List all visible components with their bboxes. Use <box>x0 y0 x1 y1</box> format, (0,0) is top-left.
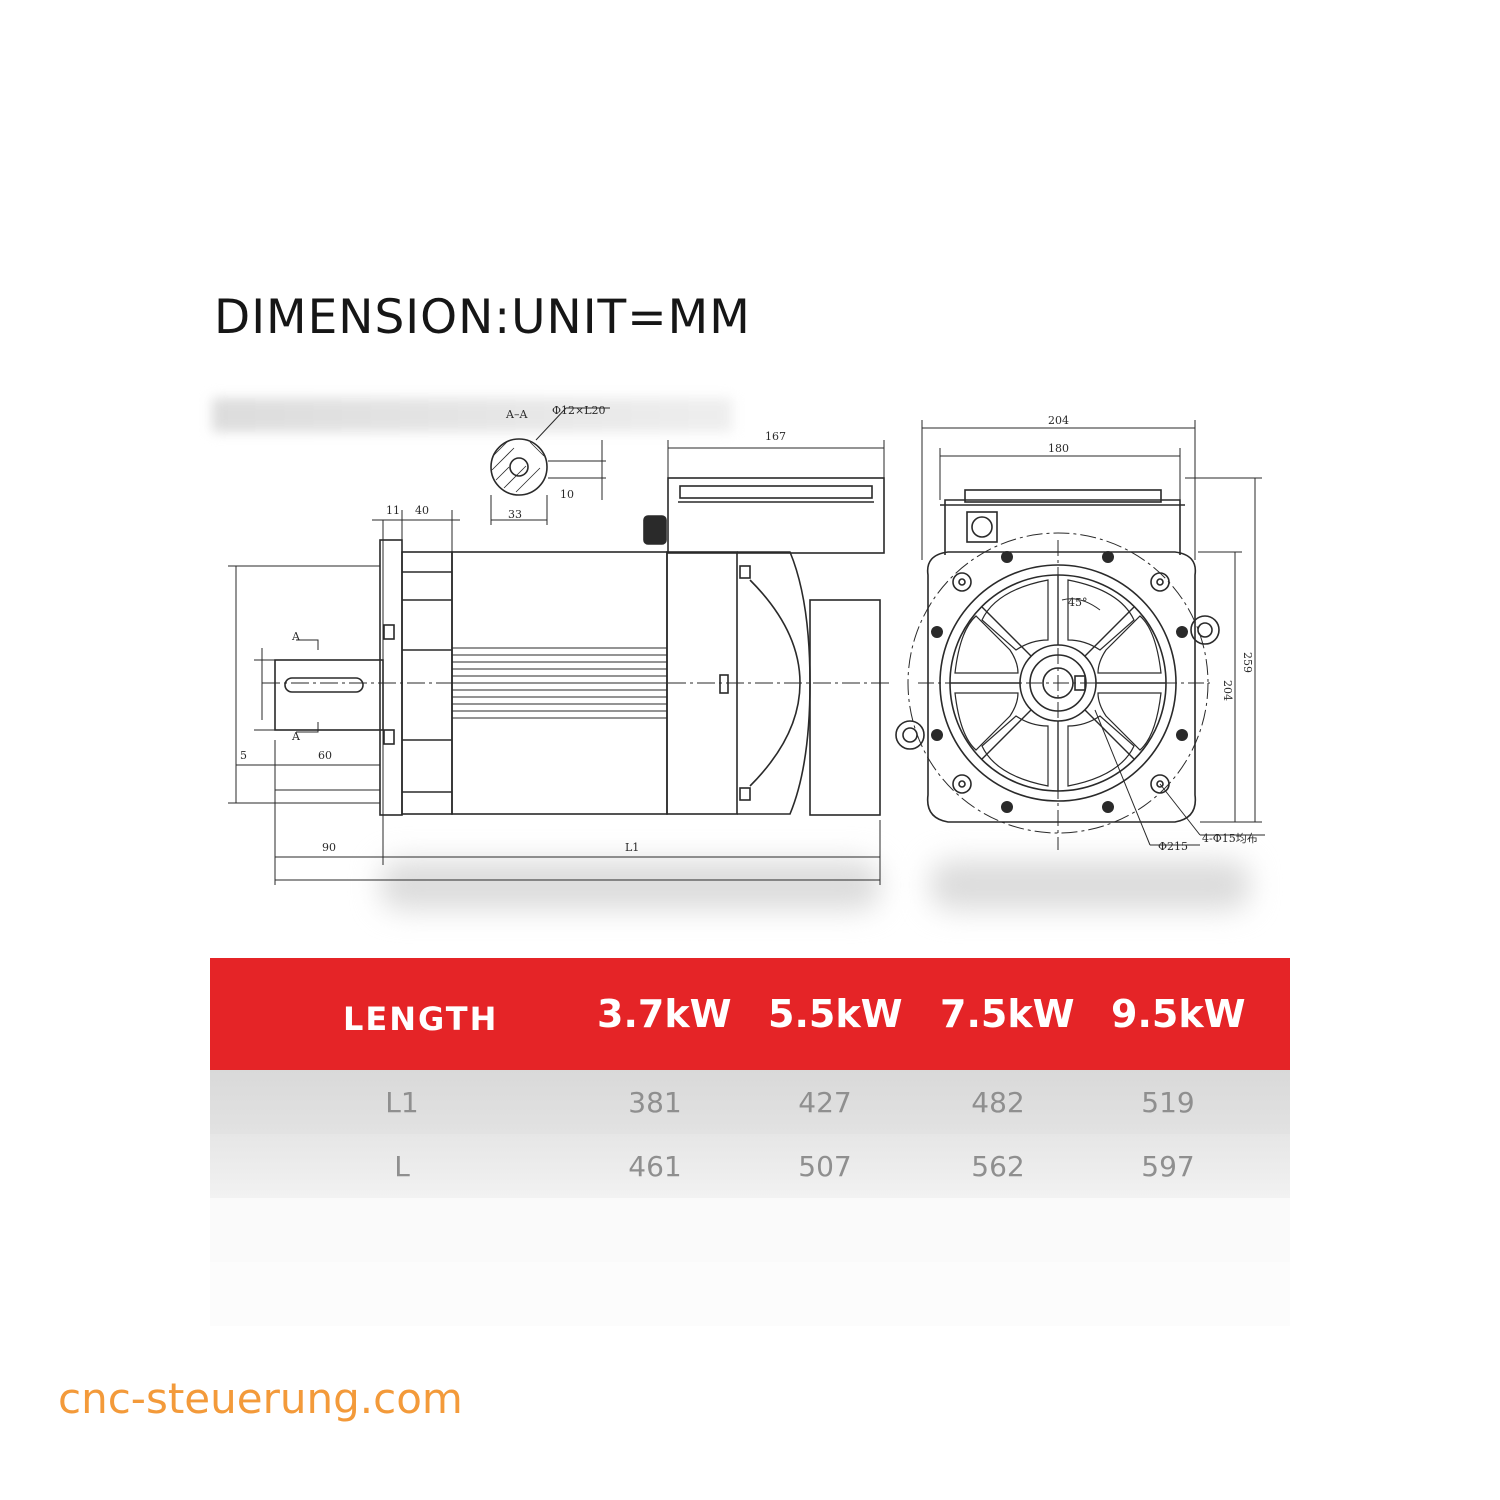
blurred-caption <box>212 398 732 432</box>
cell-value: 519 <box>1141 1086 1195 1119</box>
terminal-box-icon <box>966 511 998 543</box>
row-label: L1 <box>385 1086 419 1119</box>
dim-40: 40 <box>415 504 429 517</box>
front-blower-box <box>944 499 1181 555</box>
section-mark-bottom: A <box>291 730 301 743</box>
fan-duct <box>809 599 881 816</box>
watermark: cnc-steuerung.com <box>58 1374 463 1423</box>
keyway-label: Φ12×L20 <box>552 404 606 417</box>
shaft-key <box>284 677 364 693</box>
dim-204-top: 204 <box>1048 414 1069 427</box>
dim-259: 259 <box>1241 652 1254 673</box>
motor-shaft <box>274 659 384 731</box>
shaft-section <box>490 438 548 496</box>
dim-11: 11 <box>386 504 400 517</box>
cell-value: 461 <box>628 1150 682 1183</box>
cell-value: 427 <box>798 1086 852 1119</box>
dim-5: 5 <box>240 749 247 762</box>
front-flange <box>926 551 1197 823</box>
cell-value: 507 <box>798 1150 852 1183</box>
dim-90: 90 <box>322 841 336 854</box>
drawing-shadow <box>380 860 880 910</box>
blower-box <box>667 477 885 554</box>
dim-204-side: 204 <box>1221 680 1234 701</box>
table-row-l1: L1 381 427 482 519 <box>210 1070 1290 1135</box>
keyway-width-label: 33 <box>508 508 522 521</box>
header-7-5kw: 7.5kW <box>940 992 1075 1036</box>
dim-180: 180 <box>1048 442 1069 455</box>
hole-callout: 4-Φ15均布 <box>1202 832 1258 845</box>
angle-45: 45° <box>1068 596 1088 609</box>
connector-icon <box>643 515 667 545</box>
header-9-5kw: 9.5kW <box>1111 992 1246 1036</box>
keyway-depth-label: 10 <box>560 488 574 501</box>
cell-value: 562 <box>971 1150 1025 1183</box>
header-length: LENGTH <box>343 1000 499 1038</box>
dim-l1: L1 <box>625 841 639 854</box>
table-row-l: L 461 507 562 597 <box>210 1134 1290 1199</box>
dim-60: 60 <box>318 749 332 762</box>
cell-value: 597 <box>1141 1150 1195 1183</box>
lifting-eyes <box>895 615 1220 750</box>
row-label: L <box>394 1150 410 1183</box>
table-header: LENGTH 3.7kW 5.5kW 7.5kW 9.5kW <box>210 958 1290 1070</box>
page-title: DIMENSION:UNIT=MM <box>214 290 751 345</box>
section-label: A–A <box>505 408 528 421</box>
cell-value: 482 <box>971 1086 1025 1119</box>
header-3-7kw: 3.7kW <box>597 992 732 1036</box>
dim-167: 167 <box>765 430 786 443</box>
small-screws <box>931 551 1188 813</box>
header-5-5kw: 5.5kW <box>768 992 903 1036</box>
cell-value: 381 <box>628 1086 682 1119</box>
faded-row <box>210 1198 1290 1262</box>
section-mark-top: A <box>291 630 301 643</box>
pcd-callout: Φ215 <box>1158 840 1188 853</box>
drawing-shadow <box>930 860 1250 910</box>
faded-row <box>210 1262 1290 1326</box>
